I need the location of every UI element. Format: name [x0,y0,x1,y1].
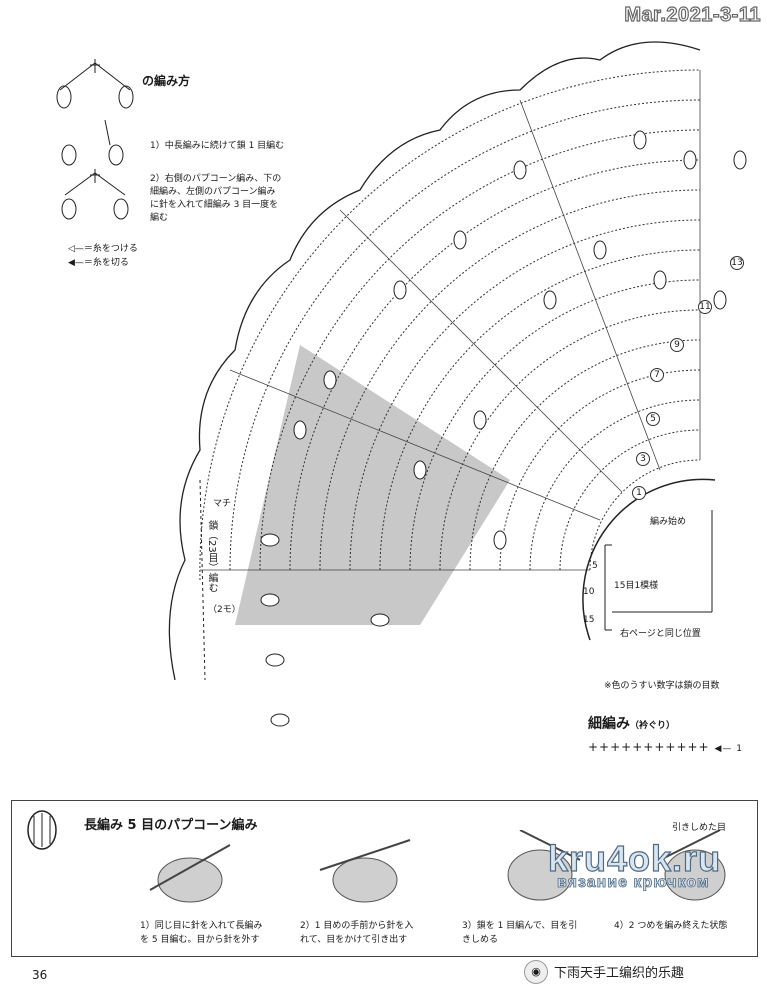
watermark-sub: вязание крючком [557,874,710,892]
legend-step1: 1）中長編みに続けて鎖 1 目編む [150,141,285,151]
two-mo-label: （2モ） [208,605,241,615]
wechat-icon: ◉ [524,960,548,984]
side-number-5: 5 [592,561,598,571]
thread-cut-legend: ◀—＝糸を切る [68,258,129,268]
thread-attach-legend: ◁—＝糸をつける [68,244,138,254]
tutorial-illustrations [149,830,726,903]
chart-radials [200,70,701,571]
row-marker-7: 7 [650,368,664,382]
light-numbers-note: ※色のうすい数字は鎖の目数 [604,681,720,691]
row-marker-11: 11 [698,300,712,314]
edging-title: 細編み（衿ぐり） [588,716,676,732]
watermark-main: kru4ok.ru [547,837,722,879]
row-marker-9: 9 [670,338,684,352]
tutorial-title: 長編み 5 目のパプコーン編み [84,818,258,833]
thread-cut-icon: ◀— [68,258,84,268]
gusset-shade [235,345,510,625]
pulled-stitch-label: 引きしめた目 [672,823,727,833]
tutorial-caption-2: 2）1 目めの手前から針を入れて、目をかけて引き出す [300,921,414,945]
popcorn-stitches [260,130,747,727]
thread-attach-icon: ◁— [68,244,84,254]
neckline-arc [582,478,716,641]
side-number-10: 10 [583,587,595,597]
tutorial-caption-1: 1）同じ目に針を入れて長編みを 5 目編む。目から針を外す [140,921,263,945]
row-marker-3: 3 [636,452,650,466]
page-number: 36 [32,968,48,982]
row-marker-5: 5 [646,412,660,426]
legend-step2: 2）右側のパプコーン編み、下の 細編み、左側のパプコーン編み に針を入れて細編み… [150,174,282,223]
start-label: 編み始め [650,517,687,527]
side-number-15: 15 [583,615,595,625]
crochet-chart [168,41,747,727]
wechat-account: 下雨天手工编织的乐趣 [554,966,685,981]
popcorn-stitch-icon [27,810,57,850]
date-stamp: Mar.2021-3-11 [624,3,761,26]
row-marker-13: 13 [730,256,744,270]
tutorial-caption-4: 4）2 つめを編み終えた状態 [614,921,728,931]
same-position-label: 右ページと同じ位置 [620,629,701,639]
edging-symbols: +++++++++++ ◀— 1 [588,740,743,754]
chain-vertical-label: 鎖（23目）編む [206,520,217,593]
outer-scallops [168,41,701,681]
machi-label: マチ [213,499,232,509]
legend-diagrams [56,59,134,220]
tutorial-caption-3: 3）鎖を 1 目編んで、目を引きしめる [462,921,578,945]
row-marker-1: 1 [632,486,646,500]
legend-title: の編み方 [142,74,191,88]
pattern-brackets [604,510,713,631]
pattern-repeat-label: 15目1模様 [614,581,659,591]
